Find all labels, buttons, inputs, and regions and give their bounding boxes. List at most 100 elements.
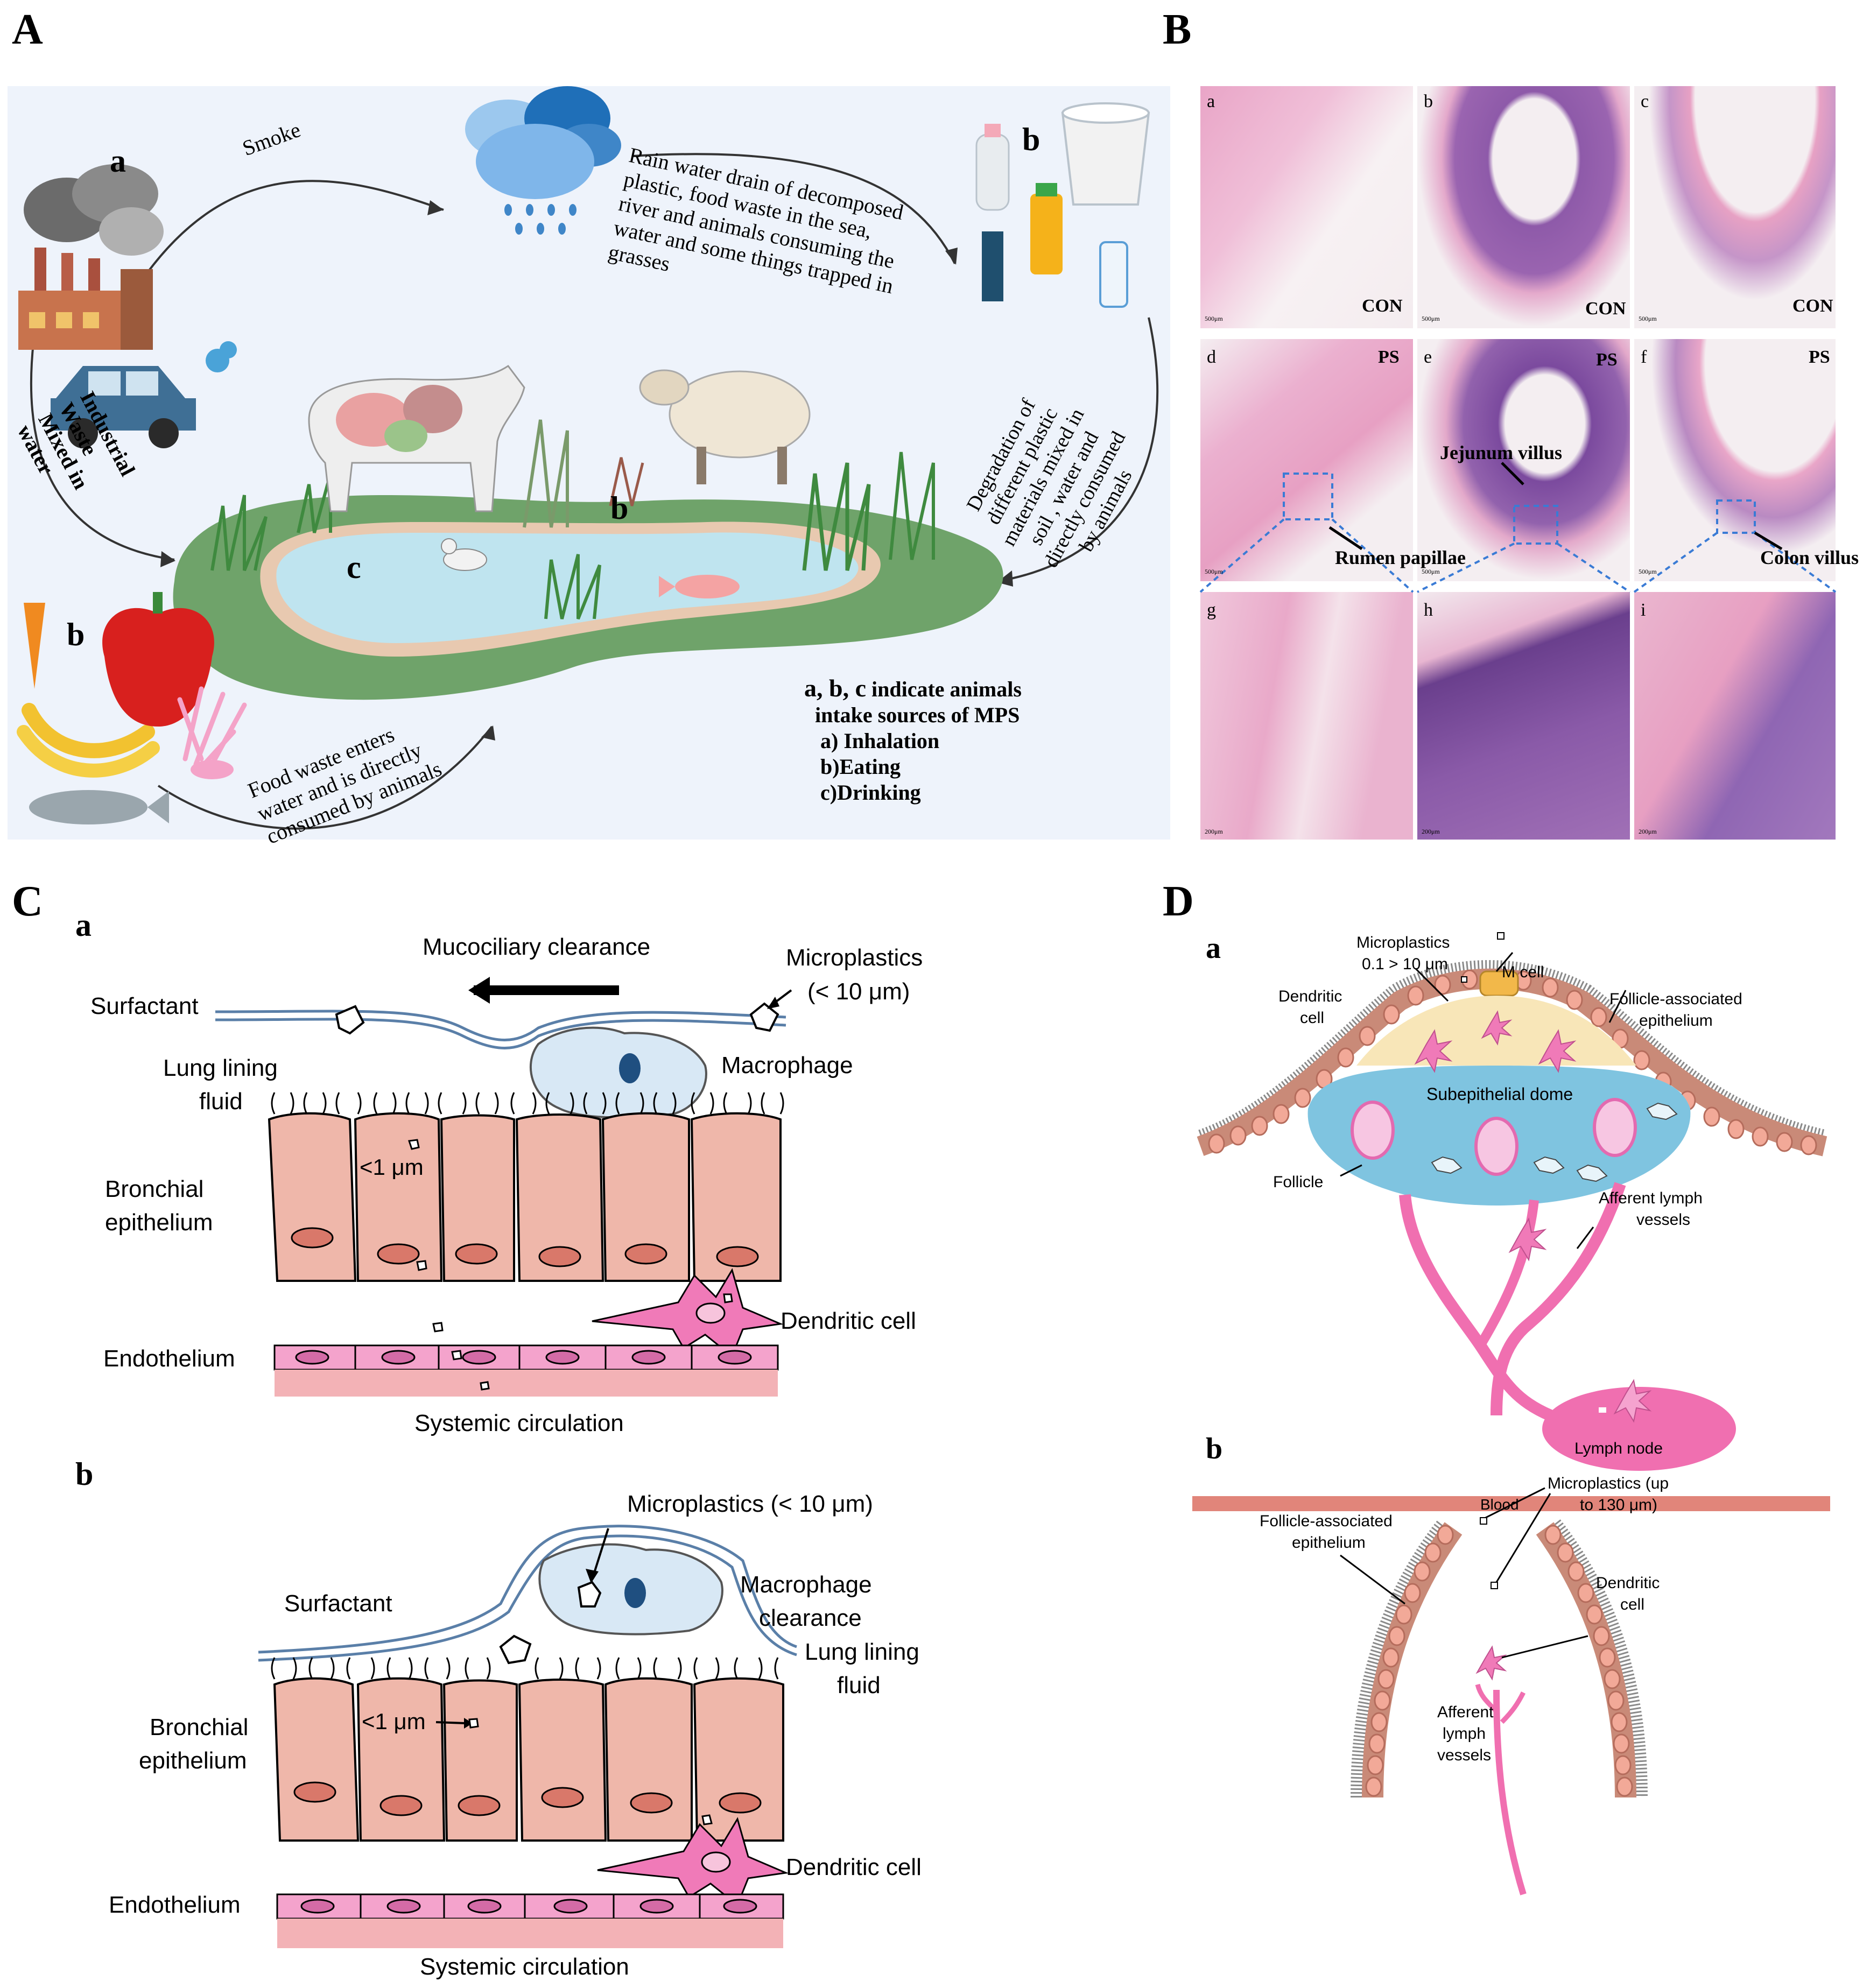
food-waste-icon xyxy=(17,592,247,824)
legend-keys: a, b, c xyxy=(804,674,866,702)
surfactant-b-label: Surfactant xyxy=(284,1590,392,1617)
bronchial-b-epithelium: epithelium xyxy=(139,1747,247,1774)
arrow-industrial xyxy=(30,333,175,561)
endothelium-a-label: Endothelium xyxy=(103,1345,235,1372)
panel-a-illustration xyxy=(17,86,1159,830)
d-a-lymph-node-label: Lymph node xyxy=(1574,1440,1663,1457)
histo-letter-g: g xyxy=(1207,600,1216,620)
d-a-blood-label: Blood xyxy=(1480,1496,1519,1513)
lung-lining-b-label: Lung lining xyxy=(805,1639,919,1665)
d-a-fae-label: Follicle-associated xyxy=(1609,990,1742,1008)
histo-letter-e: e xyxy=(1424,347,1432,367)
scale-bar-i: 200μm xyxy=(1639,828,1657,835)
plastic-containers-icon xyxy=(975,102,1150,308)
lung-lining-a-fluid: fluid xyxy=(199,1088,243,1115)
d-a-microplastics-label: Microplastics xyxy=(1356,934,1450,951)
d-a-afferent-label: Afferent lymph xyxy=(1599,1189,1703,1207)
panel-a-label-b-mid: b xyxy=(610,490,629,526)
d-b-microplastics-size: to 130 μm) xyxy=(1580,1496,1658,1514)
jejunum-villus-label: Jejunum villus xyxy=(1440,442,1563,463)
dendritic-a-label: Dendritic cell xyxy=(781,1308,916,1334)
scale-bar-f: 500μm xyxy=(1639,568,1657,575)
d-b-dendritic-label: Dendritic xyxy=(1596,1574,1660,1592)
factory-icon xyxy=(18,164,164,350)
histo-d xyxy=(1200,339,1413,581)
panel-letter-c: C xyxy=(12,878,43,925)
scale-bar-a: 500μm xyxy=(1205,315,1223,322)
histo-h xyxy=(1417,592,1630,840)
cilia-b xyxy=(271,1657,779,1680)
d-a-microplastics-size: 0.1 > 10 μm xyxy=(1362,955,1448,973)
panel-c: a b Mucociliary clearance Microplastics … xyxy=(0,883,1157,1988)
panel-d-sub-b: b xyxy=(1206,1432,1223,1465)
lung-lining-b-fluid: fluid xyxy=(837,1672,881,1698)
lung-lining-a-label: Lung lining xyxy=(163,1055,278,1081)
histo-letter-c: c xyxy=(1641,91,1649,111)
rain-cloud-icon xyxy=(465,86,621,235)
sheep-icon xyxy=(639,369,811,484)
scale-bar-d: 500μm xyxy=(1205,568,1223,575)
legend: a, b, c indicate animals intake sources … xyxy=(804,675,1022,806)
panel-a: a b b b c Smoke Rain water drain of deco… xyxy=(8,86,1170,849)
panel-a-label-c: c xyxy=(347,549,361,585)
histo-tag-e: PS xyxy=(1596,350,1618,370)
histo-tag-c: CON xyxy=(1792,296,1833,316)
histo-tag-f: PS xyxy=(1809,347,1830,367)
histo-letter-a: a xyxy=(1207,91,1215,111)
d-a-afferent-vessels: vessels xyxy=(1636,1211,1691,1229)
d-a-m-cell-label: M cell xyxy=(1502,963,1544,981)
panel-b: a b c d e f g h i CON CON CON PS PS PS 5… xyxy=(1199,86,1859,840)
legend-title-3: intake sources of MPS xyxy=(815,703,1020,727)
small-particle-a-label: <1 μm xyxy=(360,1154,424,1180)
bronchial-b-label: Bronchial xyxy=(150,1714,249,1740)
histo-a xyxy=(1200,86,1413,328)
panel-c-sub-b: b xyxy=(75,1456,94,1492)
scale-bar-g: 200μm xyxy=(1205,828,1223,835)
histo-f xyxy=(1634,339,1836,581)
bronchial-a-label: Bronchial xyxy=(105,1176,204,1202)
microplastics-a-size: (< 10 μm) xyxy=(807,978,910,1005)
microplastics-a-label: Microplastics xyxy=(786,944,923,971)
panel-d-illustration xyxy=(1192,932,1830,1895)
panel-c-illustration xyxy=(215,977,797,1948)
arrow-degradation xyxy=(997,317,1159,582)
pond-icon xyxy=(173,419,1003,700)
d-b-dendritic-cell: cell xyxy=(1620,1596,1645,1613)
d-b-microplastics-label: Microplastics (up xyxy=(1548,1475,1669,1492)
histo-letter-h: h xyxy=(1424,600,1433,620)
histo-g xyxy=(1200,592,1413,840)
car-icon xyxy=(51,341,237,448)
histo-tag-b: CON xyxy=(1585,299,1626,319)
d-b-fae-epithelium: epithelium xyxy=(1292,1534,1366,1552)
scale-bar-h: 200μm xyxy=(1422,828,1440,835)
d-a-dendritic-label: Dendritic xyxy=(1278,988,1342,1005)
panel-b-overlay xyxy=(1199,462,1837,593)
bronchial-a-epithelium: epithelium xyxy=(105,1209,213,1236)
d-a-follicle-label: Follicle xyxy=(1273,1173,1324,1191)
histo-e xyxy=(1417,339,1630,581)
legend-title-2: indicate animals xyxy=(871,677,1022,701)
cow-icon xyxy=(308,364,525,512)
panel-a-label-a: a xyxy=(110,143,126,179)
legend-item-c: c)Drinking xyxy=(820,780,921,805)
panel-letter-d: D xyxy=(1163,878,1194,925)
macrophage-b-label: Macrophage xyxy=(740,1571,872,1598)
microplastics-b-label: Microplastics (< 10 μm) xyxy=(627,1491,873,1517)
scale-bar-e: 500μm xyxy=(1422,568,1440,575)
rumen-papillae-label: Rumen papillae xyxy=(1335,547,1466,568)
histo-c xyxy=(1634,86,1836,328)
histo-letter-i: i xyxy=(1641,600,1646,620)
d-b-afferent-label: Afferent xyxy=(1437,1703,1494,1721)
arrow-food xyxy=(157,725,493,830)
d-b-fae-label: Follicle-associated xyxy=(1260,1512,1393,1530)
panel-letter-a: A xyxy=(12,6,43,53)
legend-item-b: b)Eating xyxy=(820,755,901,779)
surfactant-a-label: Surfactant xyxy=(90,993,199,1019)
histo-b xyxy=(1417,86,1630,328)
histo-tag-d: PS xyxy=(1378,347,1400,367)
bronchial-cells-b xyxy=(273,1677,784,1842)
histo-tag-a: CON xyxy=(1362,296,1403,316)
d-a-dome-label: Subepithelial dome xyxy=(1426,1084,1573,1104)
macrophage-b-clearance: clearance xyxy=(759,1605,862,1631)
histo-letter-b: b xyxy=(1424,91,1433,111)
